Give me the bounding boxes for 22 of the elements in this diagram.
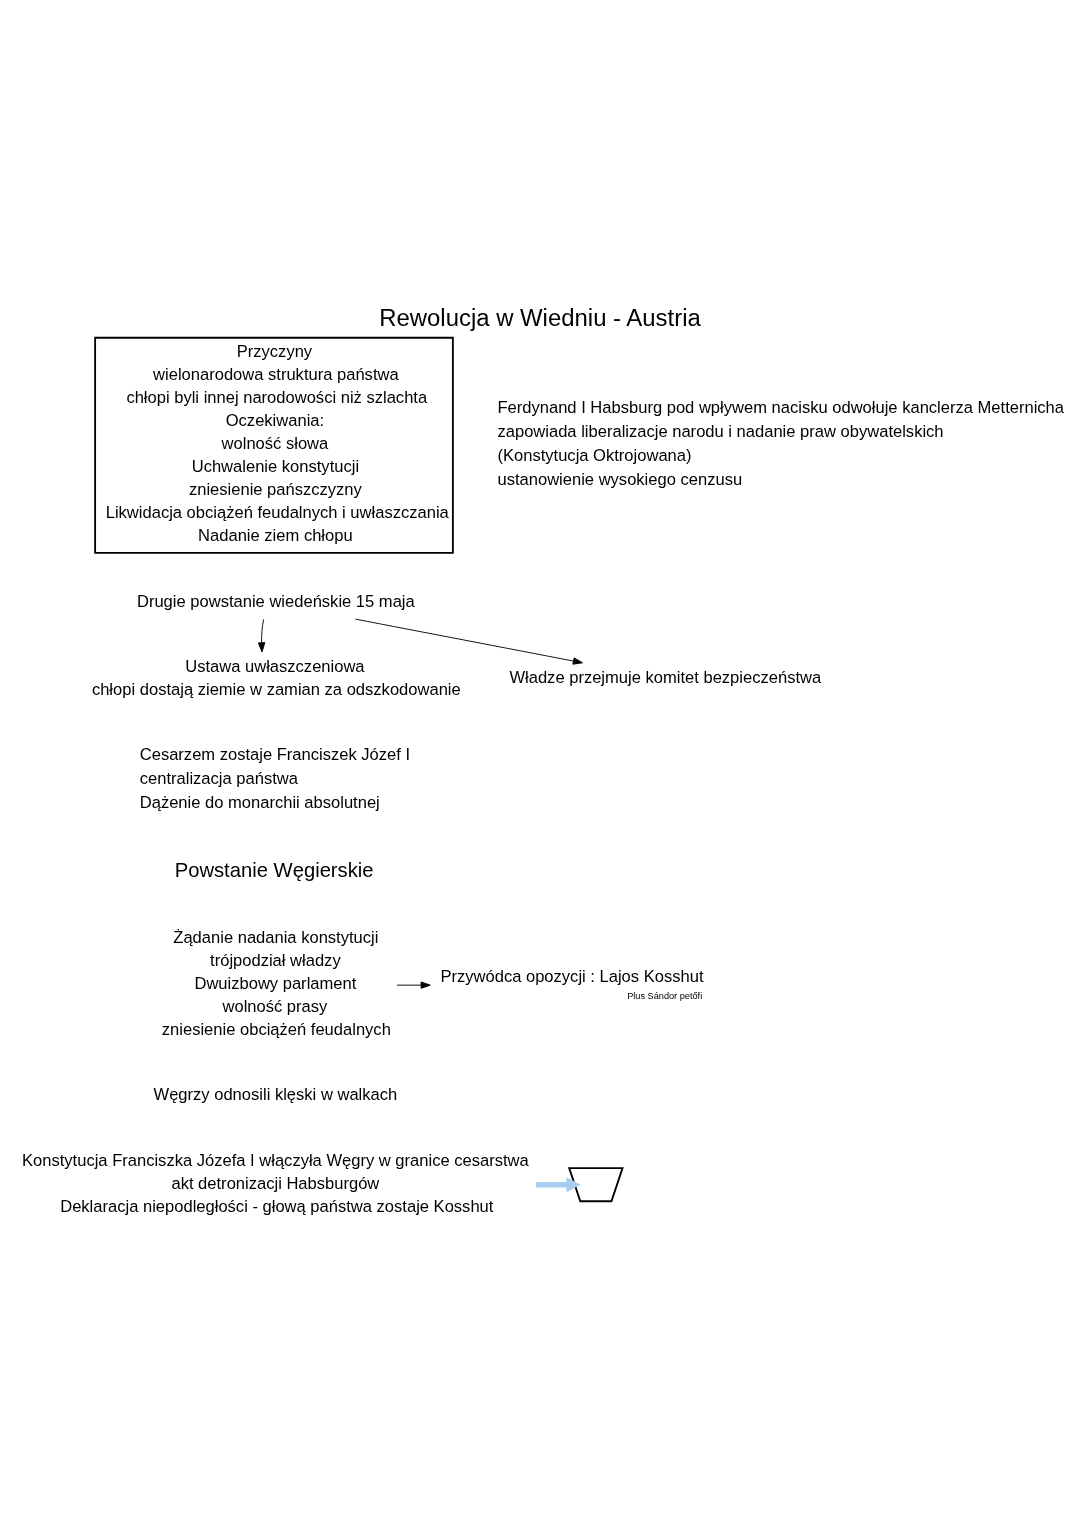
arrow (257, 618, 266, 653)
node-label: Plus Sándor petőfi (627, 990, 703, 1001)
node-text: Władze przejmuje komitet bezpieczeństwa (509, 668, 822, 688)
label: Cesarzem zostaje Franciszek Józef I (139, 745, 411, 765)
label: (Konstytucja Oktrojowana) (497, 446, 692, 466)
diagram-title: Rewolucja w Wiedniu - Austria (379, 304, 701, 332)
label: centralizacja państwa (139, 769, 298, 789)
node-text: Konstytucja Franciszka Józefa I włączyła Węgry w granice cesarstwa akt detronizacji Habsburgów Deklaracja niepodległości - głową państwa zostaje Kosshut (22, 1150, 529, 1216)
node-text: Ustawa uwłaszczeniowa chłopi dostają ziemie w zamian za odszkodowanie (91, 657, 461, 700)
label: Powstanie Węgierskie (174, 859, 374, 882)
arrow (536, 1177, 581, 1193)
label: zapowiada liberalizacje narodu i nadanie praw obywatelskich (497, 422, 944, 442)
label: Ferdynand I Habsburg pod wpływem nacisku odwołuje kanclerza Metternicha (497, 398, 1065, 418)
node-text: Drugie powstanie wiedeńskie 15 maja (136, 591, 415, 611)
label: ustanowienie wysokiego cenzusu (497, 470, 743, 490)
node-text: Przywódca opozycji : Lajos Kosshut (440, 966, 704, 986)
label: Dążenie do monarchii absolutnej (139, 793, 380, 813)
arrow (355, 618, 583, 665)
node-text: Żądanie nadania konstytucji trójpodział władzy Dwuizbowy parlament wolność prasy zniesienie obciążeń feudalnych (161, 928, 391, 1040)
arrow (396, 981, 431, 989)
label: Węgrzy odnosili klęski w walkach (153, 1085, 398, 1105)
node-box: Przyczyny wielonarodowa struktura państwa chłopi byli innej narodowości niż szlachta Oczekiwania: wolność słowa Uchwalenie konstytucji zniesienie pańszczyzny Likwidacja obciążeń feudalnych i uwłaszczania Nadanie ziem chłopu (94, 336, 454, 554)
